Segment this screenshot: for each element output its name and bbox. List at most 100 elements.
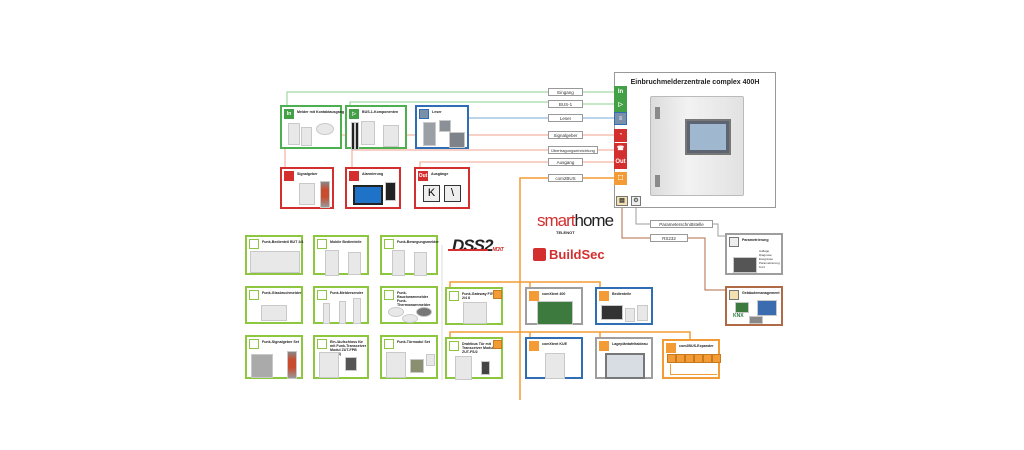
- remote-image: [325, 250, 339, 276]
- group-funk-meldersender: Funk-Meldersender: [313, 286, 369, 324]
- com2bus-icon: [493, 290, 502, 299]
- motion-detector-image: [301, 127, 312, 146]
- smartphone-image: [385, 182, 396, 201]
- com2bus-icon: ⬚: [614, 172, 627, 185]
- door-module-image: [410, 359, 424, 373]
- reader-icon: [419, 109, 429, 119]
- wireless-icon: [249, 239, 259, 249]
- touch-panel-image: [601, 305, 623, 320]
- siren-box-image: [251, 354, 273, 378]
- gateway-image: [463, 302, 487, 324]
- bus-cable-image: [351, 122, 355, 150]
- in-icon: In: [614, 86, 627, 99]
- rs232-port-icon: [729, 290, 739, 300]
- door-image: [386, 352, 406, 378]
- group-funk-bedienteil: Funk-Bedienteil BUT 2/4: [245, 235, 303, 275]
- group-title: Funk-Bedienteil BUT 2/4: [262, 240, 304, 244]
- group-ein-aufschloss: Ein-/Aufschloss für mit Funk-Transceiver…: [313, 335, 369, 379]
- interface-label-uebertragung: Übertragungseinrichtung: [548, 146, 598, 154]
- wire-bus1: [349, 101, 548, 105]
- wire-ausgang: [419, 161, 548, 167]
- bus-icon: ▷: [349, 109, 359, 119]
- knx-logo: KNX: [733, 313, 744, 319]
- dss2-underline: [448, 249, 488, 251]
- wire-uebertragung: [351, 149, 548, 167]
- contact-sensor-image: [353, 298, 361, 324]
- smoke-detector-image: [416, 307, 432, 317]
- touch-display: [685, 119, 731, 155]
- phone-icon: ☎: [614, 143, 627, 156]
- com2bus-icon: [529, 291, 539, 301]
- door-image: [455, 356, 472, 380]
- wireless-icon: [249, 290, 259, 300]
- remote-image: [348, 252, 361, 275]
- contact-sensor-image: [323, 303, 330, 324]
- wireless-icon: [384, 339, 394, 349]
- siren-box-image: [299, 183, 315, 205]
- door-image: [319, 352, 339, 378]
- panel-title: Einbruchmelderzentrale complex 400H: [630, 79, 760, 86]
- group-title: Melder mit Kontaktausgang: [297, 110, 345, 114]
- group-title: Alarmierung: [362, 172, 384, 176]
- com2bus-icon: [529, 341, 539, 351]
- group-funk-tuermodul: Funk-Türmodul Set: [380, 335, 438, 379]
- group-title: Parametrierung: [742, 238, 769, 242]
- group-title: com2BUS-Expander: [679, 344, 714, 348]
- group-title: Bedienteile: [612, 292, 632, 296]
- switch-symbol-icon: \: [444, 185, 461, 202]
- group-title: BUS-1-Komponenten: [362, 110, 399, 114]
- group-title: Funk-Türmodul Set: [397, 340, 430, 344]
- laptop-image: [733, 257, 757, 273]
- group-lageplantableau: Lagepläntafeltableau: [595, 337, 653, 379]
- group-funk-bewegungsmelder: Funk-Bewegungsmelder: [380, 235, 439, 276]
- feature-item: Diagnose: [759, 253, 772, 257]
- com2bus-icon: [599, 291, 609, 301]
- keypad-image: [625, 308, 635, 322]
- interface-label-com2bus: com2BUS: [548, 174, 583, 182]
- group-title: Mobile Bedienteile: [330, 240, 362, 244]
- com2bus-icon: [666, 343, 676, 353]
- wireless-icon: [249, 339, 259, 349]
- wireless-icon: [449, 291, 459, 301]
- smarthome-logo: smarthome: [537, 211, 615, 230]
- group-funk-gateway: Funk-Gateway FGW 2/4 8: [445, 287, 503, 325]
- wire-parameter: [635, 208, 650, 225]
- smoke-detector-image: [316, 123, 334, 135]
- interface-label-parameter: Parameterschnittstelle: [650, 220, 713, 228]
- expander-port-icon: [667, 354, 676, 363]
- group-title: Lagepläntafeltableau: [612, 342, 648, 346]
- reader-image: [449, 132, 465, 148]
- interface-label-bus1: BUS-1: [548, 100, 583, 108]
- buildsec-logo: BuildSec: [549, 247, 605, 262]
- reader-icon: ≡: [614, 112, 627, 125]
- group-title: Leser: [432, 110, 442, 114]
- group-title: comXtent KUE: [542, 342, 567, 346]
- bus-icon: ▷: [614, 99, 627, 112]
- group-bus1-komponenten: ▷ BUS-1-Komponenten: [345, 105, 407, 150]
- out-icon: Out: [418, 171, 428, 181]
- reader-image: [423, 122, 436, 146]
- motion-detector-image: [288, 123, 300, 145]
- printer-image: [749, 316, 763, 324]
- group-funk-signalgeber-set: Funk-Signalgeber Set: [245, 335, 303, 379]
- group-title: Funk-Rauchwarnmelder Funk-Thermowarnmeld…: [397, 291, 431, 307]
- group-gebaeudemanagement: Gebäudemanagement KNX: [725, 286, 783, 326]
- strobe-image: [320, 181, 330, 208]
- group-title: Drahtbus Tür mit Transceiver Modul ZUT-F…: [462, 342, 494, 354]
- door-sensor-image: [426, 354, 435, 366]
- relay-symbol-icon: K: [423, 185, 440, 202]
- motion-detector-image: [392, 250, 405, 276]
- group-title: Funk-Bewegungsmelder: [397, 240, 439, 244]
- com2bus-icon: [493, 340, 502, 349]
- circuit-board-image: [735, 302, 749, 313]
- smarthome-logo-home: home: [574, 211, 615, 230]
- feature-item: Parametrierung: [759, 261, 780, 265]
- door-module-image: [481, 361, 490, 375]
- group-drahtbus-tuer: Drahtbus Tür mit Transceiver Modul ZUT-F…: [445, 337, 503, 380]
- dss2-logo-sub: MCKT: [492, 247, 503, 253]
- group-signalgeber: Signalgeber: [280, 167, 334, 209]
- group-title: Gebäudemanagement: [742, 291, 780, 295]
- interface-label-eingang: Eingang: [548, 88, 583, 96]
- telenot-text: TELENOT: [556, 230, 575, 235]
